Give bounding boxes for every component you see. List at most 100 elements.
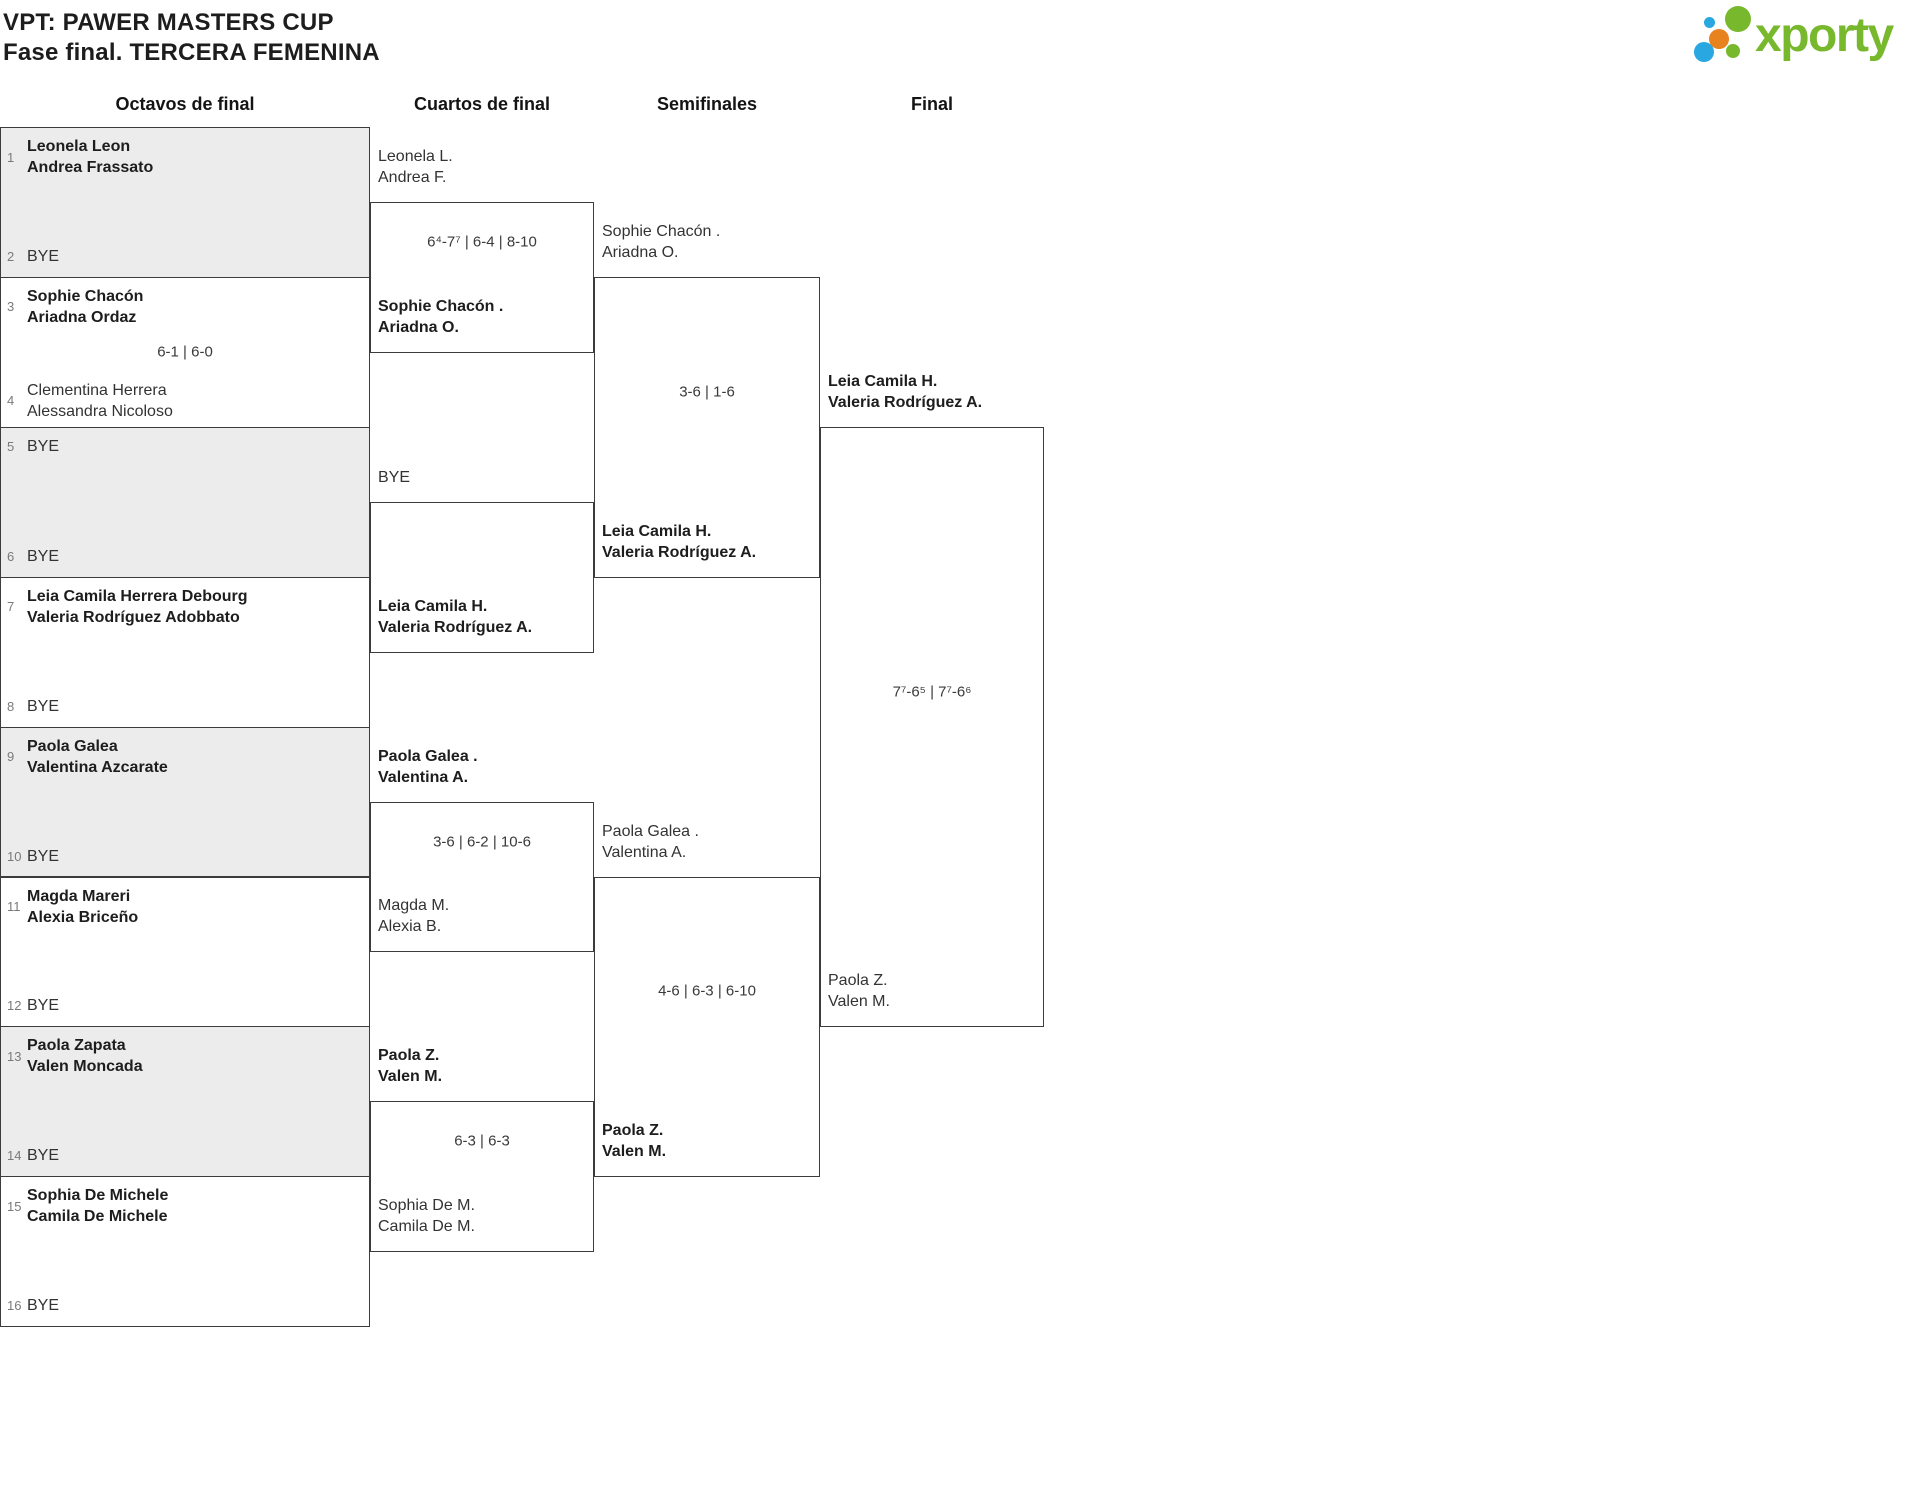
bye-label-text: BYE	[27, 697, 60, 715]
logo-dot-small-green	[1726, 44, 1740, 58]
team-name: Sophia De M.	[378, 1197, 475, 1215]
team-name: Valen Moncada	[27, 1058, 143, 1076]
team-name: Sophie Chacón .	[602, 222, 721, 240]
team-name-lines: Leonela L. Andrea F.	[378, 146, 453, 188]
advancing-team-label: Leia Camila H.Valeria Rodríguez A.	[828, 371, 982, 413]
seed-number: 12	[7, 998, 22, 1014]
octavos-box	[0, 276, 370, 428]
team-name-lines: Paola Galea .Valentina A.	[378, 746, 478, 788]
team-name: Valentina A.	[602, 843, 687, 861]
octavos-box	[0, 127, 370, 278]
team-name: Paola Z.	[828, 972, 888, 990]
bye-label: BYE	[27, 846, 59, 867]
final-match-box	[820, 426, 1044, 1028]
page-title-block: VPT: PAWER MASTERS CUP Fase final. TERCE…	[3, 8, 380, 68]
bye-label: BYE	[27, 995, 59, 1016]
bye-entry: 12 BYE	[0, 995, 59, 1016]
team-name: Camila De Michele	[27, 1208, 168, 1226]
bye-label-text: BYE	[27, 997, 60, 1015]
team-name: Andrea F.	[378, 168, 447, 186]
team-name-lines: Leia Camila H.Valeria Rodríguez A.	[602, 521, 756, 563]
cuartos-match-box	[370, 1101, 594, 1253]
team-name: Paola Z.	[378, 1047, 440, 1065]
octavos-box	[0, 576, 370, 728]
round-header-3: Final	[910, 94, 954, 114]
team-name: Camila De M.	[378, 1218, 475, 1236]
round-header-1: Cuartos de final	[413, 94, 551, 114]
match-score: 6⁴-7⁷ | 6-4 | 8-10	[427, 233, 537, 251]
seed-number: 3	[7, 299, 15, 315]
team-name-lines: Leia Camila H.Valeria Rodríguez A.	[828, 371, 982, 413]
seed-number: 16	[7, 1298, 22, 1314]
team-name: Paola Z.	[602, 1122, 664, 1140]
team-name-lines: Paola Z.Valen M.	[828, 970, 890, 1012]
advancing-team-label: Paola Galea .Valentina A.	[378, 746, 478, 788]
bye-label-text: BYE	[27, 437, 60, 455]
advancing-team-label: Paola Z.Valen M.	[828, 970, 890, 1012]
match-score: 7⁷-6⁵ | 7⁷-6⁶	[892, 683, 972, 701]
advancing-team-label: Leia Camila H.Valeria Rodríguez A.	[378, 596, 532, 638]
logo-dot-big-blue	[1694, 42, 1714, 62]
seed-number: 11	[7, 899, 21, 914]
seed-number: 2	[7, 248, 15, 264]
bye-label: BYE	[27, 546, 59, 567]
team-name: Valeria Rodríguez A.	[378, 618, 533, 636]
match-score: 6-3 | 6-3	[454, 1132, 510, 1150]
bye-entry: 16 BYE	[0, 1295, 59, 1316]
octavos-box	[0, 426, 370, 578]
bye-label-text: BYE	[27, 1147, 60, 1165]
team-name: Leonela L.	[378, 147, 453, 165]
octavos-box	[0, 876, 370, 1028]
team-name: Leia Camila H.	[828, 372, 938, 390]
team-name: Magda Mareri	[27, 887, 131, 905]
team-name-lines: Paola Galea . Valentina A.	[602, 821, 699, 863]
team-name: Alexia B.	[378, 918, 442, 936]
advancing-team-label: Paola Galea . Valentina A.	[602, 821, 699, 863]
team-name: Sophie Chacón	[27, 287, 144, 305]
bye-label: BYE	[27, 1145, 59, 1166]
round-header-0: Octavos de final	[115, 94, 255, 114]
match-score: 6-1 | 6-0	[157, 343, 213, 361]
bye-entry: 2 BYE	[0, 246, 59, 267]
bye-label-text: BYE	[27, 247, 60, 265]
advancing-team-label: Magda M.Alexia B.	[378, 895, 449, 937]
page-subtitle: Fase final. TERCERA FEMENINA	[3, 39, 380, 66]
match-score: 3-6 | 1-6	[679, 383, 735, 401]
team-name: Valentina A.	[378, 768, 469, 786]
match-score: 3-6 | 6-2 | 10-6	[433, 833, 531, 850]
team-name: Ariadna O.	[378, 318, 459, 336]
team-name: Paola Galea .	[602, 822, 699, 840]
team-name: Paola Galea	[27, 737, 118, 755]
team-name-lines: Sophie Chacón . Ariadna O.	[378, 296, 503, 338]
logo-dot-big-green	[1725, 6, 1751, 32]
seed-number: 8	[7, 698, 15, 714]
logo-dot-orange	[1709, 29, 1729, 49]
team-name-lines: Paola Z.Valen M.	[602, 1120, 666, 1162]
team-name: Sophie Chacón .	[378, 297, 504, 315]
cuartos-match-box	[370, 501, 594, 653]
octavos-box	[0, 1176, 370, 1328]
xporty-logo[interactable]: xporty	[1690, 4, 1918, 68]
octavos-box	[0, 726, 370, 878]
octavos-box	[0, 1026, 370, 1178]
seed-number: 4	[7, 393, 15, 409]
team-name: Leia Camila Herrera Debourg	[27, 587, 248, 605]
team-name-lines: Leia Camila H.Valeria Rodríguez A.	[378, 596, 532, 638]
cuartos-match-box	[370, 801, 594, 953]
seed-number: 14	[7, 1148, 22, 1164]
round-header-2: Semifinales	[656, 94, 758, 114]
bye-label: BYE	[27, 1295, 59, 1316]
